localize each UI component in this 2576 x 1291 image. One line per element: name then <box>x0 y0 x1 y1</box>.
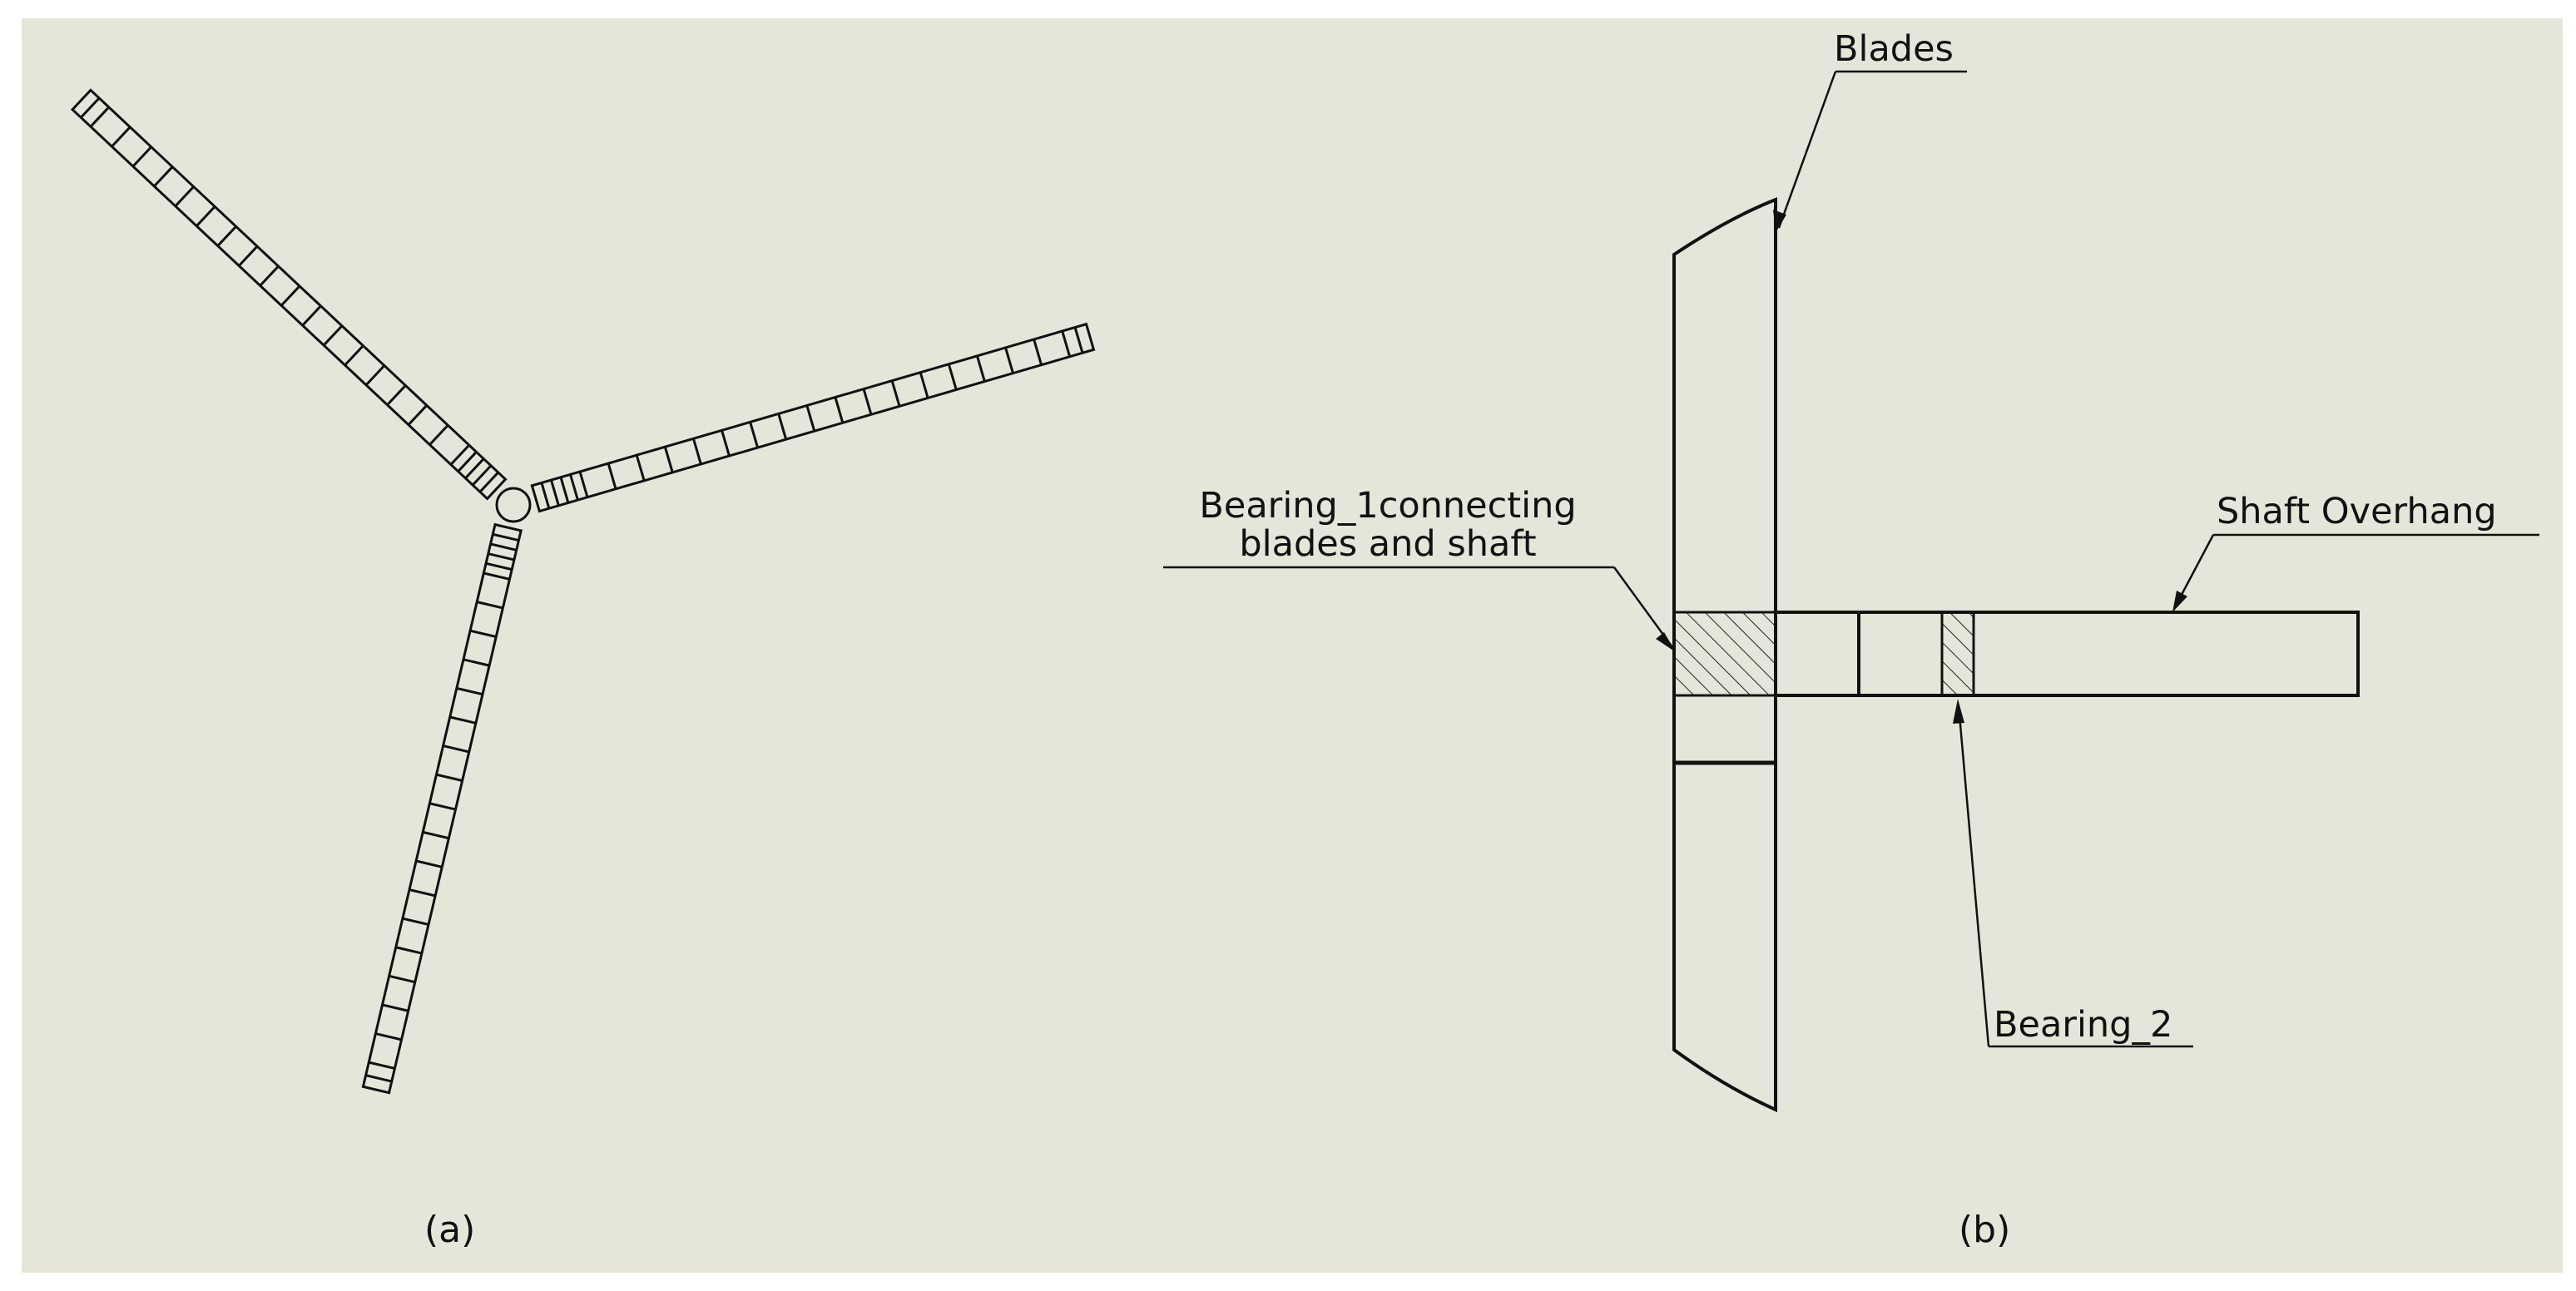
blade-root-ring <box>550 479 560 507</box>
blade-segment-line <box>407 404 428 426</box>
blade-segment-line <box>111 126 131 148</box>
blade-root-ring <box>492 532 519 542</box>
blade-segment-line <box>375 1032 402 1041</box>
blade-outline <box>361 522 523 1095</box>
blade-segment-line <box>395 946 423 955</box>
leader-bearing-2 <box>1953 699 2193 1048</box>
blade-root-ring <box>464 458 485 479</box>
blade-segment-line <box>947 364 958 390</box>
blade-segment-line <box>153 166 174 187</box>
blade-root-ring <box>485 561 513 571</box>
blade-segment-line <box>196 205 216 227</box>
blade-segment-line <box>382 1003 409 1012</box>
label-bearing-1-line1: Bearing_1connecting <box>1199 485 1576 527</box>
blade-root-ring <box>488 552 515 561</box>
blade-root-ring <box>569 473 579 501</box>
bearing-2-hatch <box>1940 611 1975 697</box>
rotor-hub <box>495 487 532 523</box>
blade-segment-line <box>322 324 344 347</box>
blade-segment-line <box>429 802 456 811</box>
label-blades: Blades <box>1834 28 1954 70</box>
blade-segment-line <box>449 715 477 725</box>
blade-segment-line <box>1004 347 1014 374</box>
caption-b: (b) <box>1959 1209 2010 1251</box>
bearing-1-hatch <box>1672 611 1777 697</box>
blade-outline <box>530 322 1096 513</box>
blade-segment-line <box>409 888 436 898</box>
blade-segment-line <box>89 106 110 128</box>
blade-segment-line <box>174 185 195 207</box>
blade-segment-line <box>368 1061 395 1070</box>
blade-1 <box>70 88 508 501</box>
blade-segment-line <box>663 446 674 473</box>
blade-segment-line <box>975 355 986 382</box>
blade-segment-line <box>919 372 929 398</box>
blade-root-ring <box>457 451 478 472</box>
blade-segment-line <box>415 859 443 868</box>
blade-segment-line <box>691 438 702 465</box>
blade-segment-line <box>805 405 816 432</box>
view-a-rotor-front <box>70 88 1096 1095</box>
blade-segment-line <box>607 462 617 490</box>
leader-blades <box>1773 70 1967 233</box>
blade-segment-line <box>364 364 385 386</box>
blade-segment-line <box>721 429 731 457</box>
blade-segment-line <box>578 471 589 498</box>
blade-tip-line <box>80 96 101 119</box>
shaft <box>1774 611 2360 697</box>
blade-tip-line <box>365 1074 393 1083</box>
blade-segment-line <box>476 601 503 610</box>
blade-segment-line <box>422 830 449 840</box>
blade-segment-line <box>436 773 463 782</box>
blade-segment-line <box>389 974 416 984</box>
blade-segment-line <box>131 146 152 168</box>
blade-segment-line <box>259 265 280 287</box>
blade-root-ring <box>559 477 570 503</box>
blade-segment-line <box>1033 339 1043 366</box>
drawing-sheet <box>22 18 2563 1273</box>
blade-segment-line <box>483 571 510 581</box>
blade-outline <box>70 88 508 501</box>
blade-segment-line <box>402 917 429 926</box>
blade-segment-line <box>862 388 873 415</box>
blade-segment-line <box>280 284 301 307</box>
blade-segment-line <box>463 658 490 667</box>
leader-bearing-1 <box>1163 566 1676 652</box>
blade-segment-line <box>429 424 449 446</box>
blade-segment-line <box>301 304 322 327</box>
blade-2 <box>530 322 1096 513</box>
caption-a: (a) <box>424 1209 475 1251</box>
blade-segment-line <box>456 686 483 696</box>
blade-segment-line <box>777 413 788 440</box>
blade-segment-line <box>469 629 497 638</box>
blade-segment-line <box>449 444 470 466</box>
blade-root-ring <box>478 471 499 493</box>
leader-shaft-overhang <box>2172 533 2539 612</box>
blade-tip-line <box>1073 327 1084 354</box>
blade-segment-line <box>1061 330 1072 358</box>
blade-segment-line <box>216 225 237 247</box>
blade-segment-line <box>386 384 407 406</box>
blade-root-ring <box>490 542 518 552</box>
blade-segment-line <box>890 380 901 407</box>
blade-root-ring <box>540 482 551 509</box>
blade-segment-line <box>238 245 259 267</box>
blade-segment-line <box>749 421 760 448</box>
blade-segment-line <box>834 397 845 423</box>
blade-root-ring <box>472 464 493 487</box>
blade-segment-line <box>635 454 646 482</box>
view-b-rotor-side: Blades Bearing_1connecting blades and sh… <box>1163 28 2539 1113</box>
label-shaft-overhang: Shaft Overhang <box>2217 491 2497 532</box>
blade-segment-line <box>443 744 470 754</box>
blade-side-profile <box>1672 197 1777 1113</box>
blade-3 <box>361 522 523 1095</box>
label-bearing-1-line2: blades and shaft <box>1239 523 1536 565</box>
label-bearing-2: Bearing_2 <box>1994 1004 2172 1046</box>
blade-segment-line <box>344 344 364 366</box>
